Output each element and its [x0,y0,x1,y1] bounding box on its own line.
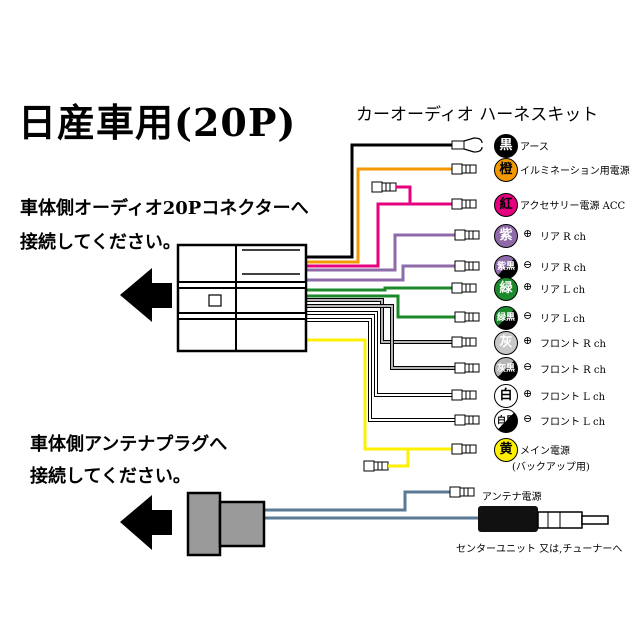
wire-label: フロント R ch [540,339,606,350]
wire-color-badge: 橙 [494,158,518,182]
wire-terminal [451,198,477,210]
wire-label: イルミネーション用電源 [520,166,630,177]
wire-color-badge: 紅 [494,193,518,217]
connector-instruction-line1: 車体側オーディオ20Pコネクターへ [20,198,309,219]
wire-label: リア L ch [540,314,586,325]
wire-color-badge: 灰黒 [494,357,518,381]
wire-label: リア L ch [540,285,586,296]
wire-color-badge: 緑黒 [494,306,518,330]
wire-label: フロント R ch [540,365,606,376]
negative-icon: ⊖ [523,412,533,425]
wire-color-badge: 白黒 [494,409,518,433]
backup-label: (バックアップ用) [512,462,590,473]
wire-label: アース [520,142,549,153]
wire-label: リア R ch [540,232,586,243]
wire-terminal [451,336,477,348]
positive-icon: ⊕ [523,227,533,240]
ground-fork-terminal [451,137,483,153]
negative-icon: ⊖ [523,309,533,322]
wire-label: リア R ch [540,263,586,274]
wire-label: メイン電源 [520,446,570,457]
wire-color-badge: 灰 [494,331,518,355]
wire-terminal [451,282,477,294]
wire-color-badge: 白 [494,384,518,408]
wire-label: フロント L ch [540,392,606,403]
antenna-instruction-line1: 車体側アンテナプラグへ [30,434,228,455]
arrow-left-icon [120,268,172,322]
negative-icon: ⊖ [523,360,533,373]
wire-color-badge: 紫 [494,224,518,248]
wire-terminal [454,311,480,323]
antenna-plug-connector [186,491,266,557]
wire-label: アクセサリー電源 ACC [520,201,626,212]
kit-title: カーオーディオ ハーネスキット [356,105,599,125]
wire-terminal [454,414,480,426]
main-branch-terminal [363,460,389,472]
connector-20p [176,243,308,353]
positive-icon: ⊕ [523,280,533,293]
negative-icon: ⊖ [523,258,533,271]
wire-terminal [454,229,480,241]
wire-terminal [451,443,477,455]
wire-terminal [454,362,480,374]
center-unit-label: センターユニット 又は,チューナーへ [456,544,623,555]
antenna-plug [478,506,609,532]
wire-terminal [451,163,477,175]
wire-terminal [454,260,480,272]
antenna-power-terminal [449,486,475,498]
wire-terminal [451,389,477,401]
wire-color-badge: 黒 [494,134,518,158]
page-title: 日産車用(20P) [18,100,297,145]
connector-instruction-line2: 接続してください。 [20,232,181,253]
acc-branch-terminal [371,181,397,193]
antenna-instruction-line2: 接続してください。 [30,466,191,487]
wire-label: フロント L ch [540,417,606,428]
positive-icon: ⊕ [523,334,533,347]
wire-color-badge: 紫黒 [494,255,518,279]
positive-icon: ⊕ [523,387,533,400]
wire-color-badge: 黄 [494,438,518,462]
antenna-power-label: アンテナ電源 [482,492,542,503]
arrow-left-icon [120,495,172,550]
wire-color-badge: 緑 [494,277,518,301]
